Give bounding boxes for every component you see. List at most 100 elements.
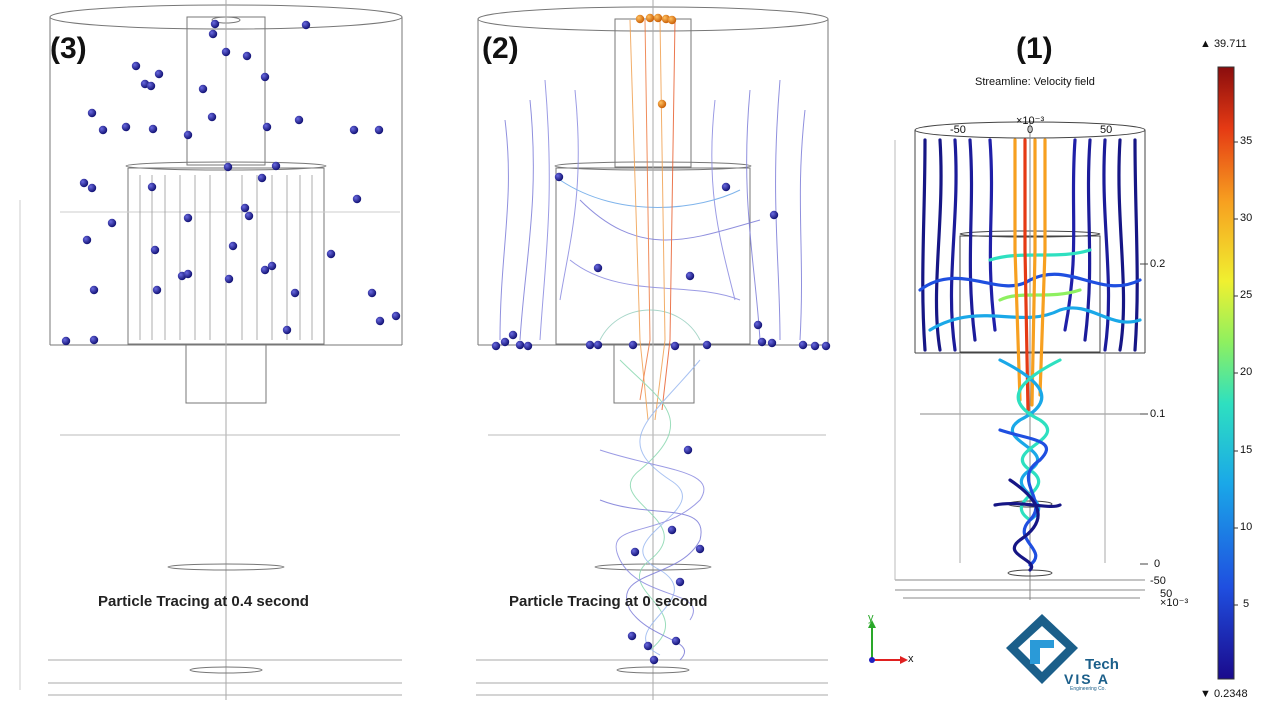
- particle: [262, 122, 272, 132]
- particle: [670, 341, 680, 351]
- particle: [147, 182, 157, 192]
- particle: [183, 213, 193, 223]
- particle: [267, 261, 277, 271]
- particle: [627, 631, 637, 641]
- particle: [244, 211, 254, 221]
- logo-subtitle: Engineering Co.: [1070, 686, 1106, 692]
- particle: [107, 218, 117, 228]
- particle: [79, 178, 89, 188]
- axis-triad: [868, 620, 908, 664]
- particle: [643, 641, 653, 651]
- axis-exponent-top: ×10⁻³: [1016, 115, 1045, 127]
- particle: [585, 340, 595, 350]
- particle: [294, 115, 304, 125]
- particle: [491, 341, 501, 351]
- triad-x-label: x: [908, 653, 914, 665]
- axis-top-tick: 0: [1027, 124, 1034, 136]
- particle: [798, 340, 808, 350]
- particle: [152, 285, 162, 295]
- panel-1-streamlines: [918, 138, 1142, 572]
- particle: [61, 336, 71, 346]
- particle: [349, 125, 359, 135]
- colorbar-gradient: [1217, 66, 1235, 680]
- particle: [757, 337, 767, 347]
- particle: [671, 636, 681, 646]
- particle: [210, 19, 220, 29]
- particle: [148, 124, 158, 134]
- particle: [515, 340, 525, 350]
- colorbar-tick: 35: [1240, 135, 1253, 147]
- particle: [282, 325, 292, 335]
- panel-3-label: (3): [50, 32, 87, 65]
- axis-bottom-tick: 50: [1160, 588, 1173, 600]
- particle: [131, 61, 141, 71]
- particle: [667, 15, 677, 25]
- particle: [183, 130, 193, 140]
- particle: [221, 47, 231, 57]
- particle: [375, 316, 385, 326]
- panel-2-geometry: [476, 0, 829, 700]
- colorbar-tick: 10: [1240, 521, 1253, 533]
- particle: [685, 271, 695, 281]
- particle: [721, 182, 731, 192]
- particle: [183, 269, 193, 279]
- logo-tech-text: Tech: [1085, 656, 1119, 673]
- particle: [154, 69, 164, 79]
- panel-2-caption: Particle Tracing at 0 second: [509, 593, 708, 610]
- particle: [326, 249, 336, 259]
- colorbar-tick: 5: [1243, 598, 1250, 610]
- particle: [223, 162, 233, 172]
- axis-bottom-tick: -50: [1150, 575, 1166, 587]
- particle: [767, 338, 777, 348]
- triad-y-label: y: [868, 612, 874, 624]
- panel-2-label: (2): [482, 32, 519, 65]
- panel-3-particles: [61, 19, 401, 346]
- particle: [301, 20, 311, 30]
- particle: [391, 311, 401, 321]
- particle: [121, 122, 131, 132]
- particle: [593, 340, 603, 350]
- colorbar-tick: 25: [1240, 289, 1253, 301]
- particle: [228, 241, 238, 251]
- particle: [635, 14, 645, 24]
- particle: [352, 194, 362, 204]
- particle: [257, 173, 267, 183]
- axis-y-tick: 0.1: [1150, 408, 1166, 420]
- vistatech-logo: [1006, 614, 1078, 684]
- colorbar-min: ▼ 0.2348: [1200, 688, 1248, 700]
- particle: [753, 320, 763, 330]
- axis-exponent-bottom: ×10⁻³: [1160, 597, 1189, 609]
- axis-y-tick: 0.2: [1150, 258, 1166, 270]
- particle: [98, 125, 108, 135]
- particle: [630, 547, 640, 557]
- particle: [821, 341, 831, 351]
- particle: [810, 341, 820, 351]
- particle: [87, 108, 97, 118]
- particle: [667, 525, 677, 535]
- particle: [695, 544, 705, 554]
- particle: [224, 274, 234, 284]
- particle: [198, 84, 208, 94]
- particle: [523, 341, 533, 351]
- particle: [82, 235, 92, 245]
- panel-3-caption: Particle Tracing at 0.4 second: [98, 593, 309, 610]
- particle: [657, 99, 667, 109]
- particle: [146, 81, 156, 91]
- particle: [508, 330, 518, 340]
- particle: [554, 172, 564, 182]
- particle: [628, 340, 638, 350]
- particle: [207, 112, 217, 122]
- particle: [367, 288, 377, 298]
- particle: [593, 263, 603, 273]
- colorbar-tickmarks: [1234, 141, 1238, 606]
- particle: [260, 72, 270, 82]
- colorbar-max: ▲ 39.711: [1200, 38, 1247, 50]
- particle: [653, 13, 663, 23]
- particle: [374, 125, 384, 135]
- particle: [89, 285, 99, 295]
- particle: [208, 29, 218, 39]
- particle: [702, 340, 712, 350]
- particle: [683, 445, 693, 455]
- particle: [645, 13, 655, 23]
